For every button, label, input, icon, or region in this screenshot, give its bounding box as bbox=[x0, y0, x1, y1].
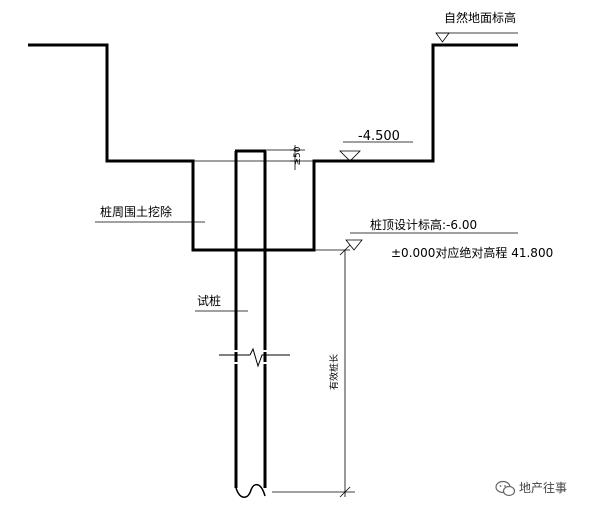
offset-dimension bbox=[265, 145, 305, 170]
effective-length-dimension bbox=[272, 244, 355, 498]
test-pile-label: 试桩 bbox=[197, 293, 221, 308]
ground-level-marker bbox=[435, 32, 518, 43]
pile-break-symbol bbox=[219, 347, 290, 368]
ground-level-label: 自然地面标高 bbox=[444, 10, 516, 25]
excavation-elevation-label: -4.500 bbox=[358, 129, 400, 144]
watermark-text: 地产往事 bbox=[519, 480, 567, 495]
pile-bottom-wave bbox=[235, 483, 266, 498]
excavation-level-marker bbox=[339, 150, 361, 162]
effective-length-label: 有效桩长 bbox=[328, 354, 340, 390]
wechat-icon bbox=[495, 480, 516, 497]
soil-removal-label: 桩周围土挖除 bbox=[100, 204, 172, 219]
datum-note-label: ±0.000对应绝对高程 41.800 bbox=[391, 245, 553, 260]
pile-top-elevation-label: 桩顶设计标高:-6.00 bbox=[370, 217, 477, 232]
watermark: 地产往事 bbox=[495, 480, 567, 497]
excavation-profile-line bbox=[28, 43, 518, 252]
offset-dim-label: ≥50 bbox=[293, 146, 303, 165]
pile-top-level-marker bbox=[345, 239, 363, 251]
